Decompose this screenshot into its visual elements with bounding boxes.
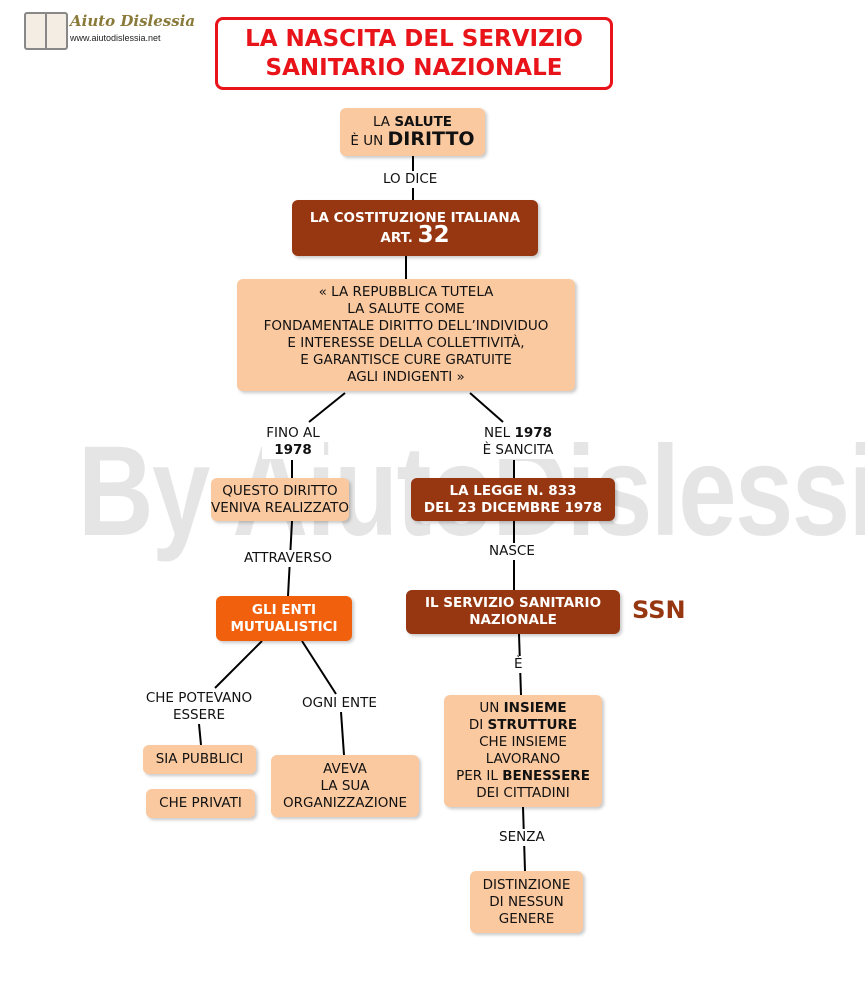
title-line-1: LA NASCITA DEL SERVIZIO bbox=[245, 25, 583, 52]
node-distinzione-genere: DISTINZIONE DI NESSUN GENERE bbox=[470, 871, 583, 933]
book-logo-icon bbox=[24, 12, 68, 50]
node-servizio-sanitario-nazionale: IL SERVIZIO SANITARIO NAZIONALE bbox=[406, 590, 620, 634]
node-legge-833: LA LEGGE N. 833 DEL 23 DICEMBRE 1978 bbox=[411, 478, 615, 521]
logo-url: www.aiutodislessia.net bbox=[70, 33, 161, 43]
link-lo-dice: LO DICE bbox=[383, 171, 438, 188]
line-quote-nel bbox=[469, 392, 504, 423]
line-quote-fino bbox=[308, 392, 346, 423]
node-diritto-realizzato: QUESTO DIRITTO VENIVA REALIZZATO bbox=[211, 478, 349, 521]
title-line-2: SANITARIO NAZIONALE bbox=[265, 54, 563, 81]
node-insieme-strutture: UN INSIEME DI STRUTTURE CHE INSIEME LAVO… bbox=[444, 695, 602, 807]
node-salute-diritto: LA SALUTE È UN DIRITTO bbox=[340, 108, 485, 156]
link-nasce: NASCE bbox=[489, 543, 535, 560]
link-senza: SENZA bbox=[499, 829, 545, 846]
node-enti-mutualistici: GLI ENTI MUTUALISTICI bbox=[216, 596, 352, 641]
link-ogni-ente: OGNI ENTE bbox=[302, 695, 377, 712]
line-ogni-ente-organizzazione bbox=[340, 711, 345, 756]
node-citazione-articolo: « LA REPUBBLICA TUTELA LA SALUTE COME FO… bbox=[237, 279, 575, 391]
link-fino-al-1978: FINO AL 1978 bbox=[262, 425, 324, 459]
line-enti-che-potevano bbox=[214, 640, 263, 689]
ssn-abbreviation: SSN bbox=[632, 596, 686, 624]
line-che-potevano-pubblici bbox=[198, 723, 202, 746]
link-e: È bbox=[514, 656, 523, 673]
line-enti-ogni-ente bbox=[301, 640, 337, 695]
link-attraverso: ATTRAVERSO bbox=[244, 550, 332, 567]
page-title: LA NASCITA DEL SERVIZIO SANITARIO NAZION… bbox=[215, 17, 613, 90]
site-logo[interactable]: Aiuto Dislessia www.aiutodislessia.net bbox=[24, 12, 195, 52]
node-che-privati: CHE PRIVATI bbox=[146, 789, 255, 818]
node-sia-pubblici: SIA PUBBLICI bbox=[143, 745, 256, 774]
node-costituzione: LA COSTITUZIONE ITALIANA ART. 32 bbox=[292, 200, 538, 256]
logo-name: Aiuto Dislessia bbox=[70, 12, 196, 30]
link-che-potevano-essere: CHE POTEVANO ESSERE bbox=[143, 690, 255, 724]
link-nel-1978: NEL 1978 È SANCITA bbox=[477, 425, 559, 459]
node-aveva-organizzazione: AVEVA LA SUA ORGANIZZAZIONE bbox=[271, 755, 419, 817]
